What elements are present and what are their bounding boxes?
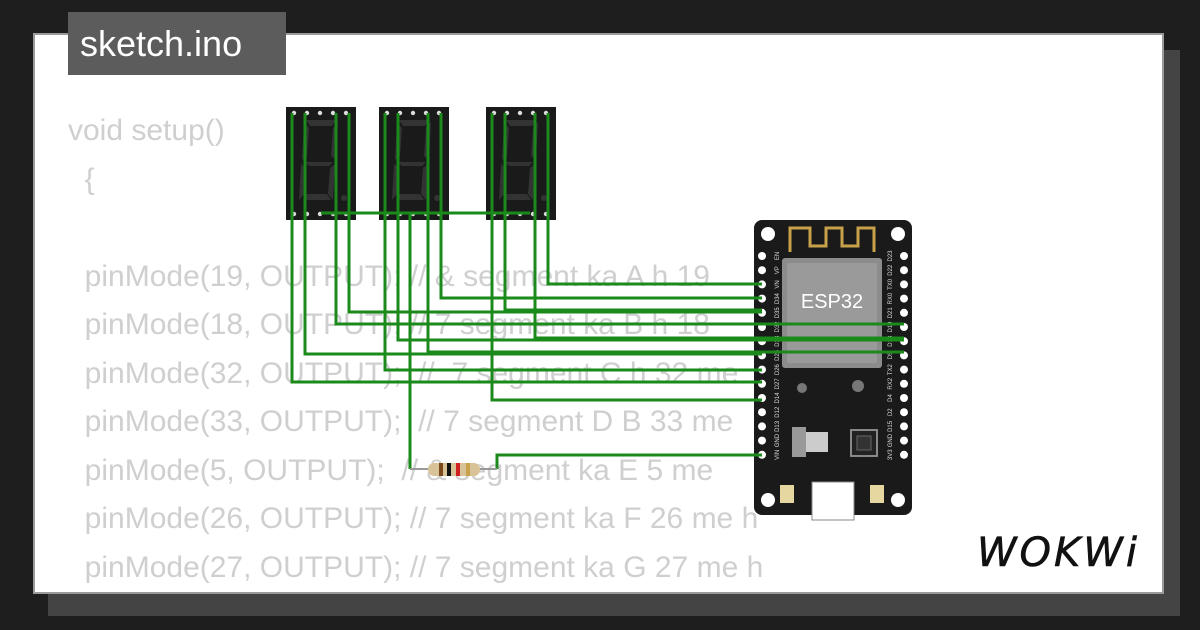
pin-label: D27 — [775, 378, 781, 390]
pin-d15[interactable] — [900, 422, 908, 431]
wokwi-logo: WOKWi — [977, 530, 1140, 577]
pin-label: 3V3 — [888, 449, 894, 460]
pin-label: GND — [888, 433, 894, 447]
wire[interactable] — [290, 113, 762, 384]
pin-label: D19 — [888, 321, 894, 333]
wire[interactable] — [347, 113, 762, 314]
wires — [290, 113, 904, 469]
pin-label: D35 — [775, 307, 781, 319]
wire[interactable] — [396, 113, 904, 342]
wire[interactable] — [334, 113, 904, 326]
code-line: void setup() — [68, 114, 225, 147]
pin-label: D25 — [775, 349, 781, 361]
pin-tx2[interactable] — [900, 365, 908, 374]
wire[interactable] — [533, 113, 904, 340]
seven-segment-display-icon[interactable] — [486, 107, 556, 220]
pin-label: D14 — [775, 392, 781, 404]
pin-label: D26 — [775, 363, 781, 375]
code-listing: void setup() { pinMode(19, OUTPUT); // &… — [68, 107, 764, 592]
pin-label: D4 — [888, 394, 894, 402]
pin-label: RX2 — [888, 377, 894, 389]
seven-segment-display-icon[interactable] — [379, 107, 449, 220]
pin-label: D2 — [888, 408, 894, 416]
logo-text: WOKWi — [977, 530, 1140, 576]
wire[interactable] — [383, 113, 762, 372]
pin-label: D34 — [775, 292, 781, 304]
wire[interactable] — [439, 113, 762, 300]
pin-d2[interactable] — [900, 408, 908, 417]
pin-label: D32 — [775, 321, 781, 333]
pin-3v3[interactable] — [900, 450, 908, 459]
file-tab[interactable]: sketch.ino — [68, 12, 286, 75]
pin-label: TX0 — [888, 278, 894, 290]
resistor-icon[interactable] — [410, 463, 497, 476]
pin-d22[interactable] — [900, 266, 908, 275]
pin-label: D21 — [888, 307, 894, 319]
pin-label: D12 — [775, 406, 781, 418]
pin-rx2[interactable] — [900, 379, 908, 388]
code-line: pinMode(5, OUTPUT); // & segment ka E 5 … — [68, 453, 714, 487]
pin-vp[interactable] — [758, 266, 766, 275]
seven-segment-displays — [286, 107, 556, 220]
pin-rx0[interactable] — [900, 294, 908, 303]
esp32-board[interactable]: ESP32 ENVPVND34D35D32D33D25D26D27D14D12D… — [754, 220, 912, 521]
pin-label: EN — [775, 252, 781, 260]
pin-label: VIN — [775, 450, 781, 460]
pin-d4[interactable] — [900, 394, 908, 402]
wire[interactable] — [546, 113, 762, 286]
wire[interactable] — [426, 113, 904, 354]
pin-d12[interactable] — [758, 408, 766, 417]
seven-segment-display-icon[interactable] — [286, 107, 356, 220]
pin-label: D22 — [888, 264, 894, 276]
code-line: pinMode(33, OUTPUT); // 7 segment D B 33… — [68, 405, 734, 438]
pin-label: D15 — [888, 420, 894, 432]
pin-gnd[interactable] — [900, 436, 908, 445]
pin-gnd[interactable] — [758, 436, 766, 445]
pin-tx0[interactable] — [900, 280, 908, 289]
pin-d23[interactable] — [900, 252, 908, 260]
pin-label: D5 — [888, 351, 894, 359]
pin-d13[interactable] — [758, 422, 766, 431]
pin-label: D13 — [775, 420, 781, 432]
pin-label: VP — [775, 266, 781, 274]
pin-label: D23 — [888, 250, 894, 262]
pin-label: GND — [775, 433, 781, 447]
pin-label: RX0 — [888, 292, 894, 304]
pin-en[interactable] — [758, 252, 766, 260]
wire[interactable] — [503, 113, 762, 312]
code-line: { — [68, 162, 95, 196]
code-line: pinMode(32, OUTPUT); // 7 segment C h 32… — [68, 356, 739, 390]
wire[interactable] — [303, 113, 762, 356]
pin-label: VN — [775, 280, 781, 288]
wire[interactable] — [495, 453, 762, 469]
board-label: ESP32 — [801, 291, 863, 313]
code-line: pinMode(27, OUTPUT); // 7 segment ka G 2… — [68, 550, 764, 584]
pin-label: TX2 — [888, 363, 894, 375]
pin-d21[interactable] — [900, 308, 908, 317]
wire[interactable] — [490, 113, 762, 402]
code-line: pinMode(26, OUTPUT); // 7 segment ka F 2… — [68, 502, 759, 535]
